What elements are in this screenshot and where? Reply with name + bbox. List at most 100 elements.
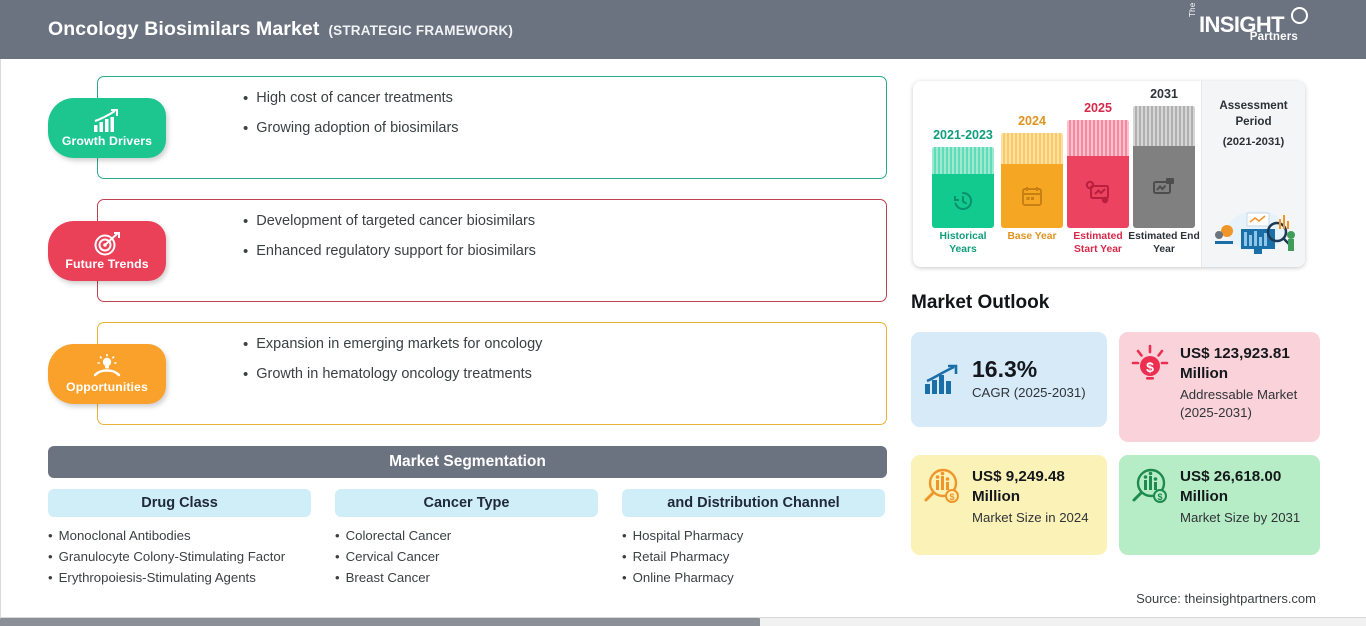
card-value: 16.3% bbox=[972, 356, 1038, 383]
magnifier-chart-icon: $ bbox=[1130, 467, 1170, 505]
segment-text: Cervical Cancer bbox=[345, 549, 440, 565]
card-addressable-market: $ US$ 123,923.81 Million Addressable Mar… bbox=[1119, 332, 1320, 442]
assessment-period-title: Assessment Period bbox=[1219, 99, 1288, 128]
list-item: •Cervical Cancer bbox=[335, 549, 440, 565]
segmentation-item-list: •Hospital Pharmacy •Retail Pharmacy •Onl… bbox=[622, 529, 885, 585]
badge-future-trends[interactable]: Future Trends bbox=[48, 221, 166, 281]
scrollbar-thumb[interactable] bbox=[0, 618, 760, 626]
calendar-icon bbox=[1001, 164, 1063, 228]
factor-bullet-list: •Expansion in emerging markets for oncol… bbox=[98, 323, 886, 382]
segment-text: Granulocyte Colony-Stimulating Factor bbox=[58, 549, 286, 565]
list-item: •Online Pharmacy bbox=[622, 570, 734, 586]
page-title: Oncology Biosimilars Market bbox=[48, 18, 320, 40]
business-analytics-illustration bbox=[1215, 211, 1295, 254]
timeline-bars: 2021-2023 Historical Years 2024 B bbox=[913, 81, 1201, 267]
page-header: Oncology Biosimilars Market (STRATEGIC F… bbox=[0, 0, 1366, 59]
logo-the-text: The bbox=[1188, 2, 1197, 17]
bullet-text: Growth in hematology oncology treatments bbox=[256, 366, 532, 382]
segmentation-column-drug-class: Drug Class •Monoclonal Antibodies •Granu… bbox=[48, 489, 311, 593]
header-title-group: Oncology Biosimilars Market (STRATEGIC F… bbox=[48, 18, 513, 41]
lightbulb-hand-icon bbox=[91, 354, 123, 379]
factor-bullet-list: •Development of targeted cancer biosimil… bbox=[98, 200, 886, 259]
segment-text: Breast Cancer bbox=[345, 570, 430, 586]
list-item: •Growth in hematology oncology treatment… bbox=[243, 366, 532, 383]
market-outlook-row: $ US$ 9,249.48 Million Market Size in 20… bbox=[911, 455, 1320, 555]
timeline-year-label: 2024 bbox=[1018, 114, 1046, 128]
page-subtitle: (STRATEGIC FRAMEWORK) bbox=[328, 23, 514, 38]
list-item: •Erythropoiesis-Stimulating Agents bbox=[48, 570, 256, 586]
segmentation-column-header: Cancer Type bbox=[335, 489, 598, 517]
badge-label: Growth Drivers bbox=[61, 134, 153, 148]
horizontal-scrollbar[interactable] bbox=[0, 617, 1366, 626]
svg-text:$: $ bbox=[949, 492, 954, 502]
badge-opportunities[interactable]: Opportunities bbox=[48, 344, 166, 404]
card-label: CAGR (2025-2031) bbox=[972, 385, 1086, 401]
source-text: Source: theinsightpartners.com bbox=[1136, 591, 1316, 606]
segmentation-columns: Drug Class •Monoclonal Antibodies •Granu… bbox=[48, 489, 887, 593]
insight-partners-logo: The INSIGHT Partners bbox=[1188, 2, 1308, 49]
list-item: •Monoclonal Antibodies bbox=[48, 528, 191, 543]
growth-chart-icon bbox=[922, 364, 962, 396]
list-item: •Colorectal Cancer bbox=[335, 528, 452, 543]
timeline-caption: Estimated End Year bbox=[1128, 231, 1200, 255]
card-market-size-2024: $ US$ 9,249.48 Million Market Size in 20… bbox=[911, 455, 1107, 555]
list-item: •Retail Pharmacy bbox=[622, 549, 730, 565]
segment-text: Hospital Pharmacy bbox=[632, 528, 744, 543]
card-value: US$ 26,618.00 Million bbox=[1180, 468, 1282, 506]
market-segmentation-header: Market Segmentation bbox=[48, 446, 887, 478]
assessment-period-years: (2021-2031) bbox=[1222, 136, 1285, 149]
timeline-year-label: 2021-2023 bbox=[933, 128, 993, 142]
timeline-year-label: 2031 bbox=[1150, 87, 1178, 101]
card-label: Addressable Market (2025-2031) bbox=[1180, 387, 1298, 420]
badge-growth-drivers[interactable]: Growth Drivers bbox=[48, 98, 166, 158]
logo-insight-text: INSIGHT bbox=[1199, 12, 1285, 37]
list-item: •Granulocyte Colony-Stimulating Factor bbox=[48, 549, 286, 565]
market-outlook-row: 16.3% CAGR (2025-2031) $ US$ 123,923.81 … bbox=[911, 332, 1320, 442]
timeline-caption: Estimated Start Year bbox=[1073, 231, 1123, 255]
list-item: •Hospital Pharmacy bbox=[622, 528, 744, 543]
bullet-text: Expansion in emerging markets for oncolo… bbox=[256, 336, 543, 352]
segment-text: Colorectal Cancer bbox=[345, 528, 452, 543]
segmentation-column-header: and Distribution Channel bbox=[622, 489, 885, 517]
card-label: Market Size in 2024 bbox=[972, 510, 1089, 526]
page-left-rule bbox=[0, 59, 1, 617]
timeline-caption: Base Year bbox=[1007, 231, 1057, 242]
segment-text: Retail Pharmacy bbox=[632, 549, 730, 565]
list-item: •Growing adoption of biosimilars bbox=[243, 120, 459, 137]
svg-text:$: $ bbox=[1157, 492, 1162, 502]
monitor-gear-icon bbox=[1067, 156, 1129, 228]
monitor-image-icon bbox=[1133, 146, 1195, 228]
lightbulb-dollar-icon: $ bbox=[1130, 344, 1170, 384]
segmentation-item-list: •Monoclonal Antibodies •Granulocyte Colo… bbox=[48, 529, 311, 585]
target-dart-icon bbox=[92, 231, 122, 256]
assessment-timeline-panel: 2021-2023 Historical Years 2024 B bbox=[913, 81, 1305, 267]
card-market-size-2031: $ US$ 26,618.00 Million Market Size by 2… bbox=[1119, 455, 1320, 555]
factor-bullet-list: •High cost of cancer treatments •Growing… bbox=[98, 77, 886, 136]
factor-box: •Expansion in emerging markets for oncol… bbox=[97, 322, 887, 425]
magnifier-chart-icon: $ bbox=[922, 467, 962, 505]
segmentation-column-header: Drug Class bbox=[48, 489, 311, 517]
card-cagr: 16.3% CAGR (2025-2031) bbox=[911, 332, 1107, 427]
badge-label: Future Trends bbox=[65, 257, 149, 271]
segmentation-column-cancer-type: Cancer Type •Colorectal Cancer •Cervical… bbox=[335, 489, 598, 593]
list-item: •Expansion in emerging markets for oncol… bbox=[243, 336, 543, 353]
logo-partners-text: Partners bbox=[1249, 31, 1298, 43]
bar-chart-arrow-icon bbox=[90, 108, 124, 133]
segment-text: Online Pharmacy bbox=[632, 570, 734, 586]
logo-magnifier-icon bbox=[1291, 7, 1308, 24]
factor-box: •High cost of cancer treatments •Growing… bbox=[97, 76, 887, 179]
market-outlook-cards: 16.3% CAGR (2025-2031) $ US$ 123,923.81 … bbox=[911, 332, 1320, 568]
market-outlook-title: Market Outlook bbox=[911, 292, 1050, 313]
list-item: •Development of targeted cancer biosimil… bbox=[243, 213, 536, 230]
assessment-period-panel: Assessment Period (2021-2031) bbox=[1201, 81, 1305, 267]
factor-box: •Development of targeted cancer biosimil… bbox=[97, 199, 887, 302]
segment-text: Erythropoiesis-Stimulating Agents bbox=[58, 570, 256, 586]
segmentation-item-list: •Colorectal Cancer •Cervical Cancer •Bre… bbox=[335, 529, 598, 585]
list-item: •Breast Cancer bbox=[335, 570, 430, 586]
list-item: •Enhanced regulatory support for biosimi… bbox=[243, 243, 536, 260]
segmentation-column-distribution-channel: and Distribution Channel •Hospital Pharm… bbox=[622, 489, 885, 593]
card-label: Market Size by 2031 bbox=[1180, 510, 1301, 526]
card-value: US$ 123,923.81 Million bbox=[1180, 345, 1290, 383]
timeline-caption: Historical Years bbox=[939, 231, 987, 255]
